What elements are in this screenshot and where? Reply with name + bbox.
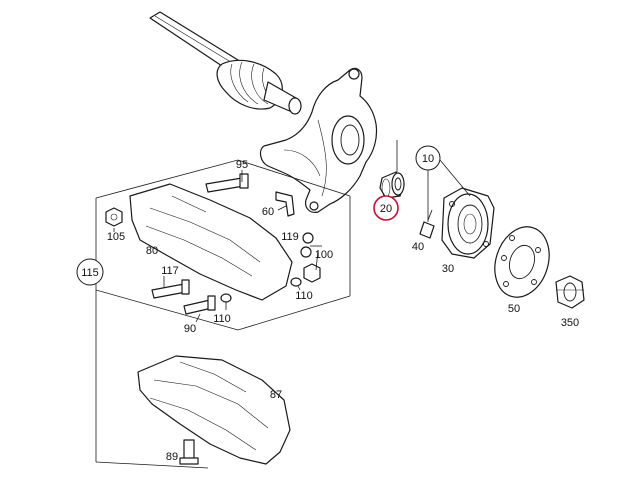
bolt-40 [419,209,435,239]
callout-100: 100 [315,249,333,261]
bolt-95 [205,173,249,193]
hub-flange-50 [494,226,550,298]
callout-50: 50 [508,303,520,315]
callout-20: 20 [380,203,392,215]
clip-60 [275,191,295,217]
callout-90: 90 [184,323,196,335]
callout-30: 30 [442,263,454,275]
callout-80: 80 [146,245,158,257]
cover-80 [129,183,293,301]
callout-60: 60 [262,206,274,218]
screw-90 [183,295,216,315]
callout-105: 105 [107,231,125,243]
washer-119 [300,232,314,258]
callout-115: 115 [81,267,99,279]
bolt-89 [179,439,199,465]
screw-117 [151,279,190,299]
callout-10: 10 [422,153,434,165]
nut-105 [105,207,123,227]
nut-100 [303,263,321,283]
callout-110a: 110 [213,313,231,325]
shield-87 [137,355,291,465]
callout-40: 40 [412,241,424,253]
callout-10-circle [415,145,441,171]
callout-350: 350 [561,317,579,329]
bushing-20 [379,171,405,199]
washer-110b [290,277,302,287]
nut-350 [555,275,585,309]
wheel-hub-30 [441,187,495,259]
callout-89: 89 [166,451,178,463]
assembly-frame [95,159,351,469]
callout-110b: 110 [295,290,313,302]
callout-95: 95 [236,159,248,171]
leader-lines [113,140,471,323]
drive-shaft [149,11,302,115]
callout-87: 87 [270,389,282,401]
callout-20-circle [373,195,399,221]
callout-115-circle [76,258,104,286]
callout-119: 119 [281,231,299,243]
wheel-carrier [259,67,378,213]
washer-110a [220,293,232,303]
callout-117: 117 [161,265,179,277]
